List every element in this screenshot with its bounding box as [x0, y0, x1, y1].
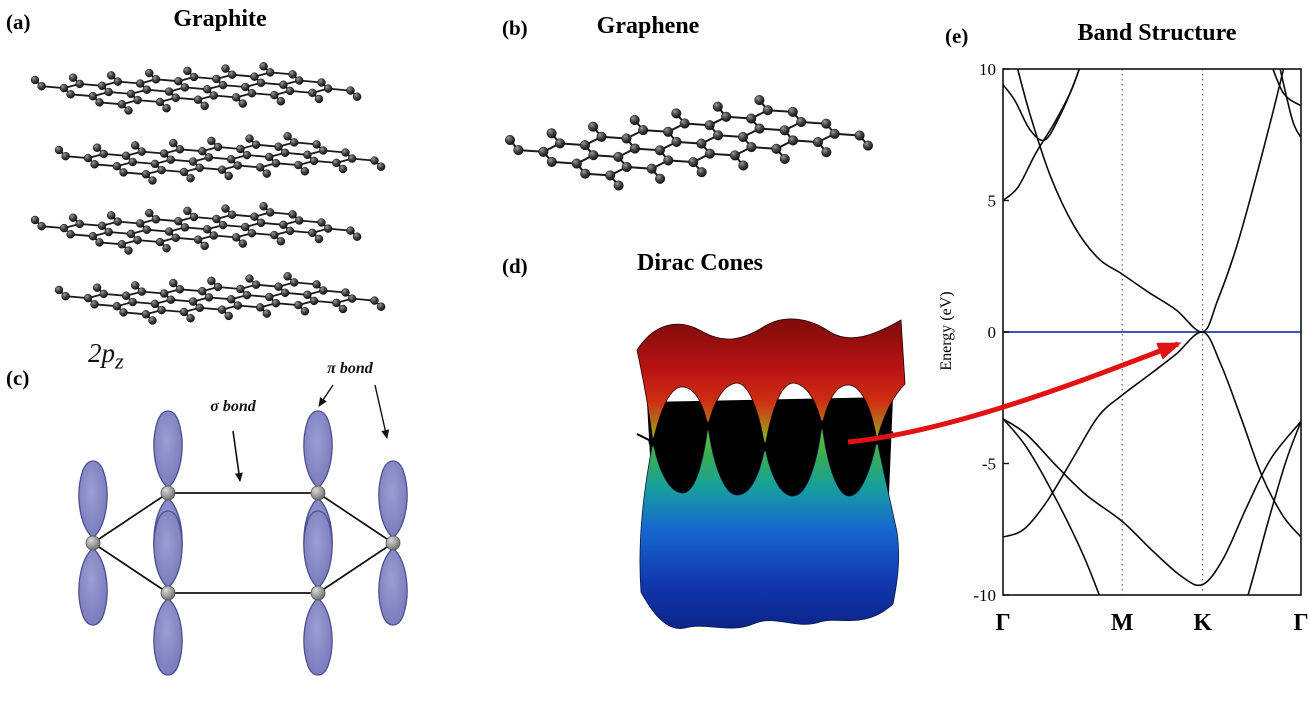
svg-text:5: 5	[988, 192, 997, 211]
pz-orbitals-illustration	[78, 384, 408, 676]
panel-a-label: (a)	[6, 10, 31, 34]
svg-text:0: 0	[988, 323, 997, 342]
panel-e-title: Band Structure	[1077, 20, 1237, 46]
panel-c-label: (c)	[6, 366, 30, 390]
panel-d-title: Dirac Cones	[637, 250, 763, 276]
svg-text:10: 10	[979, 60, 996, 79]
pi-bond-label: π bond	[327, 360, 373, 377]
svg-text:M: M	[1111, 610, 1134, 636]
svg-text:K: K	[1193, 610, 1212, 636]
panel-e-label: (e)	[945, 24, 969, 48]
energy-axis-label: Energy (eV)	[938, 291, 955, 371]
svg-text:-5: -5	[982, 455, 996, 474]
graphene-illustration	[505, 95, 874, 191]
orbital-label-sub: z	[115, 348, 124, 374]
svg-text:Γ: Γ	[995, 610, 1010, 636]
dirac-cones-illustration	[636, 318, 906, 629]
panel-b-title: Graphene	[596, 13, 700, 39]
panel-d-label: (d)	[502, 254, 528, 278]
panel-b-label: (b)	[502, 16, 528, 40]
panel-a-title: Graphite	[173, 6, 267, 32]
orbital-label-main: 2p	[88, 338, 115, 368]
svg-text:Γ: Γ	[1293, 610, 1308, 636]
svg-text:-10: -10	[973, 586, 996, 605]
lower-band-surface	[639, 424, 900, 629]
orbital-label-2pz: 2pz	[88, 338, 124, 374]
band-structure-chart: 10 5 0 -5 -10Γ M K Γ	[973, 60, 1308, 636]
sigma-bond-label: σ bond	[210, 398, 256, 415]
graphite-illustration	[30, 62, 386, 325]
